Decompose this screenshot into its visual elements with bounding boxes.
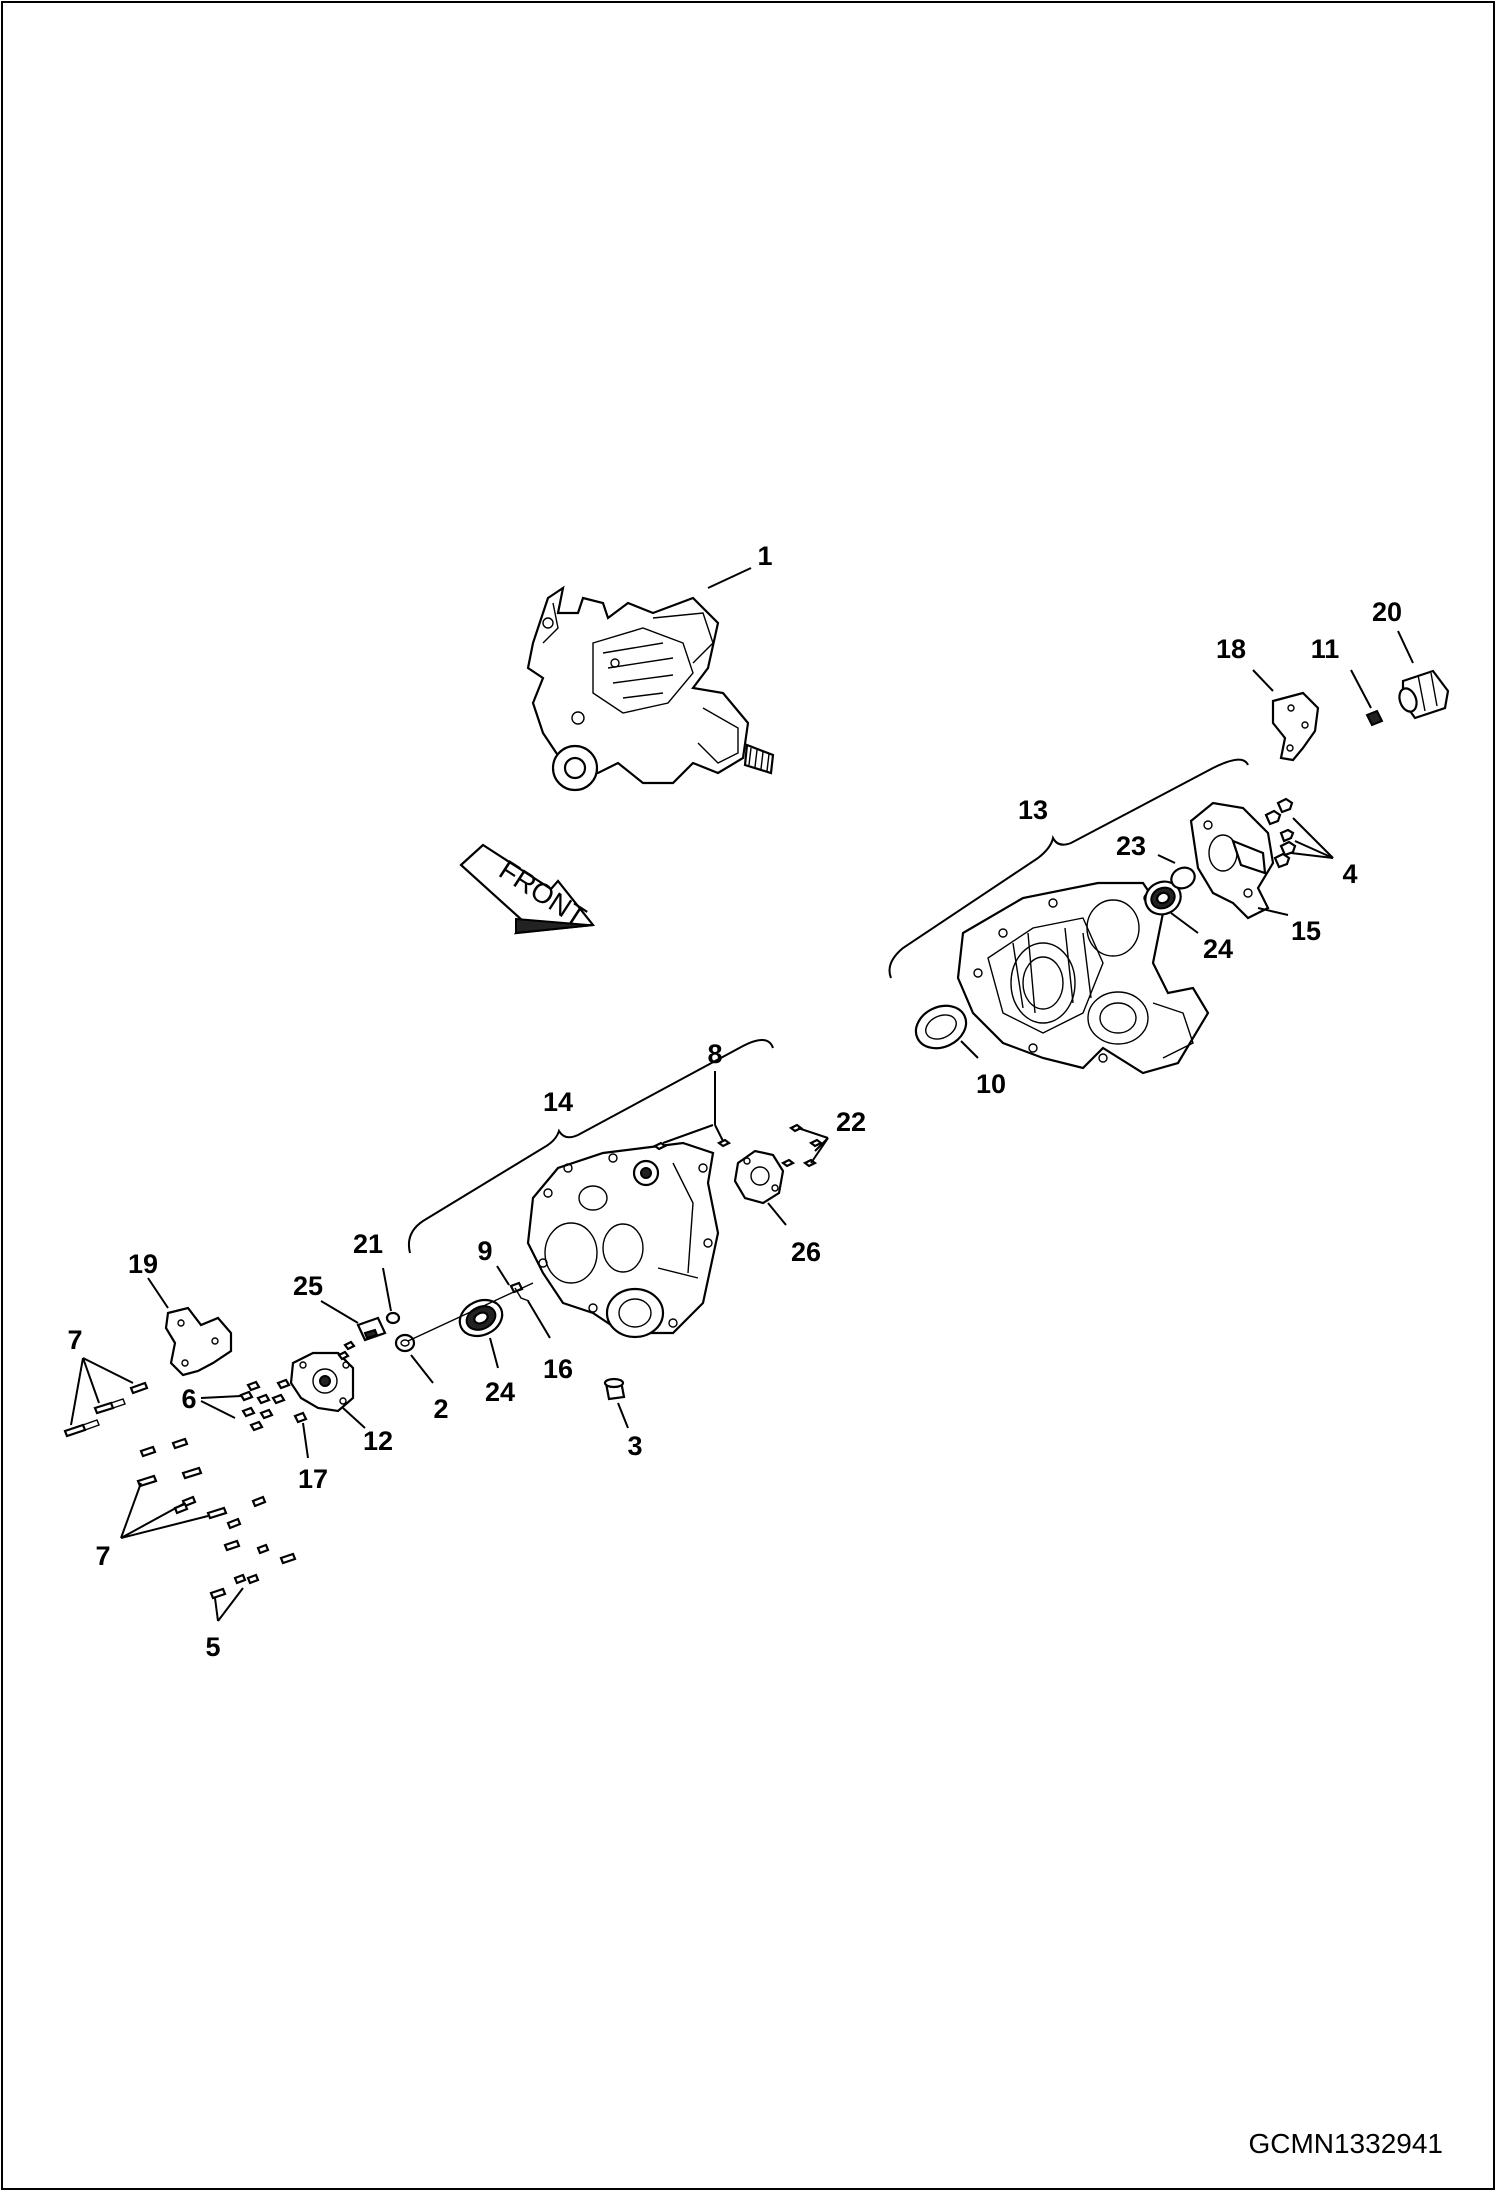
bracket-18	[1271, 691, 1320, 762]
fitting-25	[356, 1316, 387, 1342]
transaxle-assembly	[526, 585, 775, 792]
callout-18: 18	[1216, 634, 1246, 664]
seal-24-lower	[458, 1298, 504, 1338]
bolt-12b	[337, 1350, 350, 1361]
callout-21: 21	[353, 1229, 383, 1259]
o-ring-21	[385, 1311, 401, 1325]
exploded-parts-diagram: 1 FRONT 13 10 24	[63, 541, 1450, 2159]
bolts-4	[1264, 797, 1297, 869]
callout-26: 26	[791, 1237, 821, 1267]
bolts-22	[780, 1123, 824, 1168]
front-direction-arrow: FRONT	[459, 843, 596, 935]
callout-7-upper: 7	[67, 1325, 82, 1355]
callout-9: 9	[477, 1236, 492, 1266]
callout-13: 13	[1018, 795, 1048, 825]
callout-16: 16	[543, 1354, 573, 1384]
bolts-7-upper	[63, 1381, 149, 1438]
callout-17: 17	[298, 1464, 328, 1494]
bolts-6	[239, 1378, 291, 1432]
callout-1: 1	[757, 541, 772, 571]
transaxle-side-case	[526, 1141, 720, 1339]
callout-23: 23	[1116, 831, 1146, 861]
bracket-19	[164, 1306, 233, 1377]
callout-7-lower: 7	[95, 1541, 110, 1571]
seal-10	[914, 1004, 968, 1050]
callout-24-upper: 24	[1203, 934, 1233, 964]
callout-10: 10	[976, 1069, 1006, 1099]
callout-19: 19	[128, 1249, 158, 1279]
callout-12: 12	[363, 1426, 393, 1456]
callout-14: 14	[543, 1087, 573, 1117]
cover-plate-26	[733, 1149, 785, 1205]
plug-3	[603, 1377, 626, 1401]
callout-5: 5	[205, 1632, 220, 1662]
callout-20: 20	[1372, 597, 1402, 627]
callout-11: 11	[1311, 634, 1340, 664]
washer-2	[394, 1333, 416, 1353]
transaxle-main-case	[956, 881, 1210, 1075]
cap-20	[1398, 669, 1450, 720]
callout-22: 22	[836, 1107, 866, 1137]
bolts-7-lower	[136, 1437, 267, 1530]
callout-6: 6	[181, 1384, 196, 1414]
clip-16	[514, 1287, 530, 1302]
bolts-5	[209, 1539, 297, 1600]
callout-24-lower: 24	[485, 1377, 515, 1407]
seal-24-upper	[1144, 880, 1182, 916]
o-ring-23	[1170, 866, 1196, 890]
clip-17	[293, 1411, 308, 1424]
figure-id: GCMN1332941	[1248, 2128, 1443, 2159]
callout-3: 3	[627, 1431, 642, 1461]
callout-8: 8	[707, 1039, 722, 1069]
bolt-12a	[343, 1340, 356, 1351]
callout-15: 15	[1291, 916, 1321, 946]
cover-housing-15	[1189, 801, 1275, 920]
callout-25: 25	[293, 1271, 323, 1301]
assembly-axis	[407, 1282, 534, 1342]
callout-4: 4	[1342, 859, 1357, 889]
callout-2: 2	[433, 1394, 448, 1424]
housing-12	[289, 1351, 355, 1413]
plug-11	[1365, 709, 1384, 727]
